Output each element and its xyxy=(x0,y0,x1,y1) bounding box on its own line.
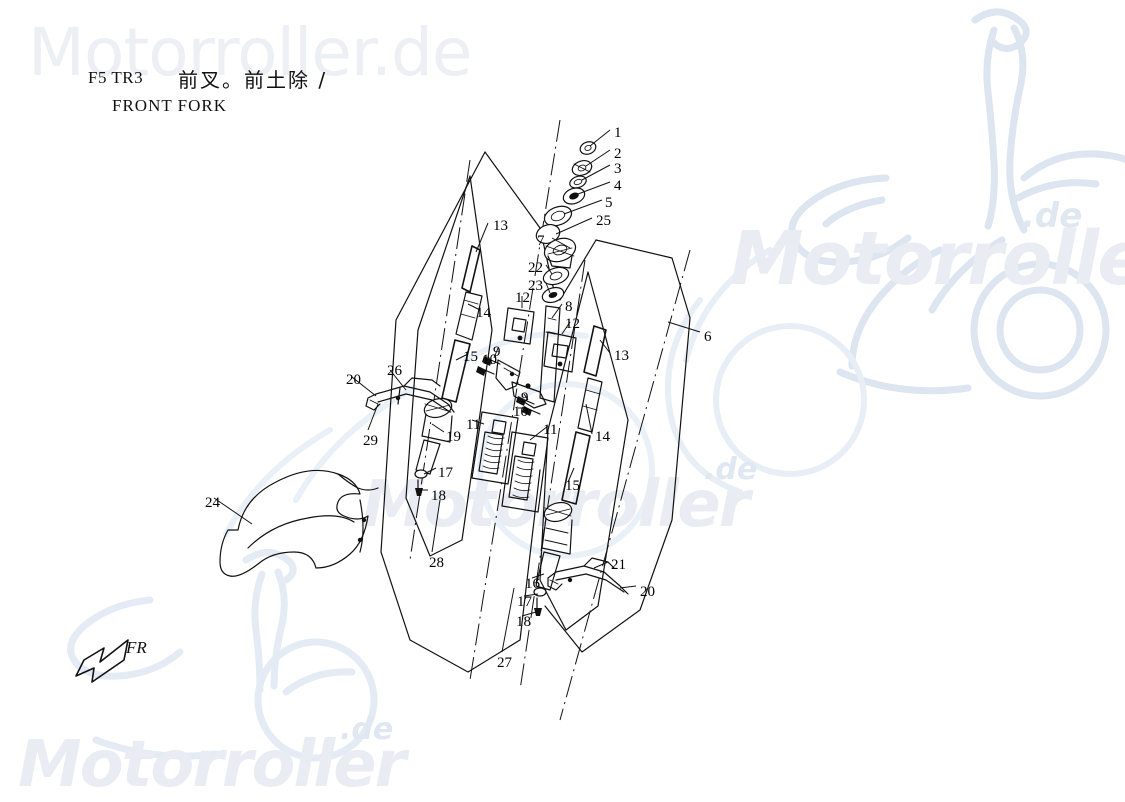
callout-number-1: 1 xyxy=(614,125,622,141)
callout-number-10: 10 xyxy=(482,352,497,368)
title-chinese: 前叉。前土除 / xyxy=(178,68,328,92)
title-english: FRONT FORK xyxy=(112,96,228,115)
watermark-domain-right: .de xyxy=(1022,196,1083,236)
callout-number-26: 26 xyxy=(387,363,402,379)
callout-number-22: 22 xyxy=(528,260,543,276)
callout-number-5: 5 xyxy=(605,195,613,211)
callout-number-12: 12 xyxy=(565,316,580,332)
leader-lines xyxy=(213,129,701,653)
fork-clamp-upper xyxy=(503,307,535,345)
inner-panel-left xyxy=(405,175,493,557)
callout-number-9: 9 xyxy=(493,344,501,360)
callout-number-2: 2 xyxy=(614,146,622,162)
callout-number-13: 13 xyxy=(614,348,629,364)
callout-number-23: 23 xyxy=(528,278,543,294)
callout-number-20: 20 xyxy=(346,372,361,388)
fork-clamp-lower xyxy=(543,331,577,373)
fork-shroud-outline-right xyxy=(544,239,691,653)
callout-number-18: 18 xyxy=(516,614,531,630)
callout-number-11: 11 xyxy=(543,422,558,438)
callout-number-14: 14 xyxy=(595,429,610,445)
washer-stack-22-23 xyxy=(541,266,570,304)
fr-label: FR xyxy=(126,638,147,657)
spring-cartridge-right xyxy=(501,431,549,513)
callout-number-24: 24 xyxy=(205,495,220,511)
watermark-brand-bottom: Motorroller xyxy=(18,728,406,802)
callout-number-13: 13 xyxy=(493,218,508,234)
callout-number-8: 8 xyxy=(565,299,573,315)
callout-number-17: 17 xyxy=(517,594,532,610)
spring-cartridge-left xyxy=(471,411,519,485)
callout-number-3: 3 xyxy=(614,161,622,177)
watermark-domain-center: .de xyxy=(704,452,758,487)
fr-direction-arrow xyxy=(75,639,129,683)
callout-number-6: 6 xyxy=(704,329,712,345)
steering-lever-right xyxy=(547,557,629,595)
callout-number-15: 15 xyxy=(565,478,580,494)
callout-number-14: 14 xyxy=(476,305,491,321)
callout-number-29: 29 xyxy=(363,433,378,449)
centerlines xyxy=(409,119,691,721)
right-fork-tube-assembly xyxy=(533,325,607,616)
watermark-domain-bottom: .de xyxy=(340,712,394,747)
inner-panel-right xyxy=(539,271,629,631)
watermark-brand-right: Motorroller xyxy=(730,216,1125,302)
callout-number-15: 15 xyxy=(463,349,478,365)
upper-bracket-cluster xyxy=(476,356,547,416)
callout-number-21: 21 xyxy=(611,557,626,573)
front-fender-24 xyxy=(219,469,379,577)
callout-number-17: 17 xyxy=(438,465,453,481)
callout-number-4: 4 xyxy=(614,178,622,194)
callout-number-19: 19 xyxy=(446,429,461,445)
callout-number-11: 11 xyxy=(466,417,481,433)
callout-number-9: 9 xyxy=(521,390,529,406)
callout-number-12: 12 xyxy=(515,290,530,306)
callout-number-18: 18 xyxy=(431,488,446,504)
callout-number-20: 20 xyxy=(640,584,655,600)
callout-number-28: 28 xyxy=(429,555,444,571)
callout-number-25: 25 xyxy=(596,213,611,229)
part-code: F5 TR3 xyxy=(88,68,144,87)
watermark-brand-top: Motorroller.de xyxy=(28,14,472,91)
callout-number-27: 27 xyxy=(497,655,512,671)
callout-number-7: 7 xyxy=(537,233,545,249)
callout-number-10: 10 xyxy=(513,404,528,420)
callout-number-16: 16 xyxy=(525,576,540,592)
